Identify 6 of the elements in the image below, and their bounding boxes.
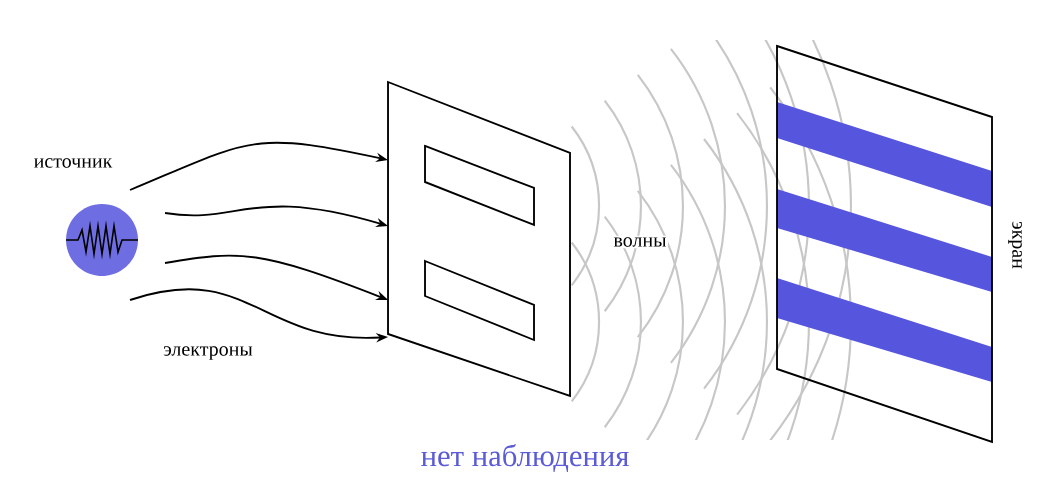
source-circle xyxy=(65,204,139,276)
caption: нет наблюдения xyxy=(421,444,629,472)
source-label: источник xyxy=(34,158,113,168)
node-label: экран xyxy=(1008,221,1022,269)
label: волны xyxy=(612,235,668,249)
label: электроны xyxy=(161,344,255,362)
